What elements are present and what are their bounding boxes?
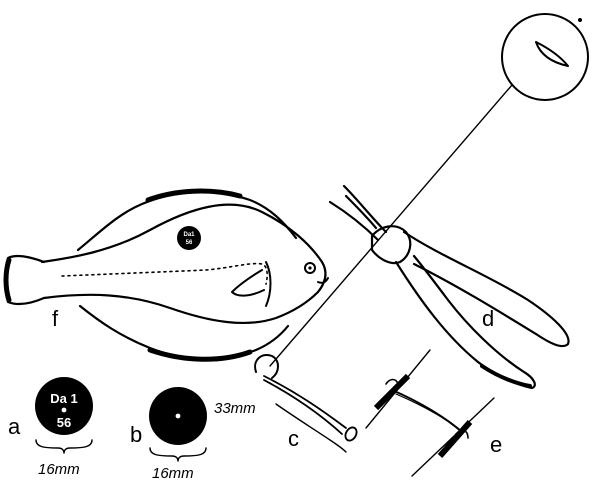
magnifier-mark xyxy=(578,18,582,22)
label-d: d xyxy=(482,306,494,331)
e-upper-disc xyxy=(373,373,411,411)
tag-b-width-bracket xyxy=(149,447,207,462)
c-end-loop xyxy=(344,426,358,442)
fish-tag-disc xyxy=(177,226,201,250)
label-f: f xyxy=(52,306,59,331)
fish-gill-line xyxy=(265,261,272,307)
fish-eye-icon xyxy=(304,262,316,274)
tag-b-hole xyxy=(175,413,181,419)
pliers-upper-jaw xyxy=(342,184,388,234)
fish-tag-line1: Da1 xyxy=(183,232,195,238)
tag-a: Da 1 56 xyxy=(35,377,93,454)
magnifier-circle xyxy=(501,13,589,101)
fish-lateral-line xyxy=(61,262,268,285)
tag-a-line1: Da 1 xyxy=(50,391,77,406)
fish-tag-line2: 56 xyxy=(186,240,193,246)
e-lower-loop xyxy=(455,429,469,439)
tag-a-line2: 56 xyxy=(57,415,71,430)
c-dimension-bracket xyxy=(275,403,347,453)
fish-tail-edge xyxy=(3,257,12,303)
flatfish-illustration: Da1 56 xyxy=(3,188,329,362)
c-length-label: 33mm xyxy=(214,400,256,417)
label-b: b xyxy=(130,422,142,447)
c-loop-head xyxy=(254,354,279,379)
magnified-wire-tip xyxy=(535,41,569,67)
e-upper-loop xyxy=(385,378,399,385)
fish-mouth xyxy=(317,277,329,284)
pliers-lower-handle-edge xyxy=(480,364,532,388)
pliers-upper-handle xyxy=(402,230,570,348)
tag-b-width-label: 16mm xyxy=(152,465,194,482)
e-wire-inner xyxy=(395,393,461,431)
tag-a-disc xyxy=(35,377,93,435)
magnifier-detail xyxy=(501,13,589,101)
tag-assembly-e xyxy=(365,349,495,477)
pliers-lower-handle xyxy=(394,254,536,390)
fish-anal-fin-edge xyxy=(147,347,253,362)
tag-a-width-label: 16mm xyxy=(38,461,80,478)
e-lower-disc xyxy=(437,420,473,458)
pliers-pivot xyxy=(370,225,412,265)
fish-tail xyxy=(3,254,46,306)
fish-body-outline xyxy=(40,203,327,325)
label-e: e xyxy=(490,432,502,457)
fish-pupil xyxy=(308,266,312,270)
c-wire-upper xyxy=(263,375,347,429)
pliers-lower-jaw xyxy=(328,200,380,242)
pliers-illustration xyxy=(328,184,570,390)
fish-dorsal-fin-edge xyxy=(145,188,243,203)
c-wire-lower xyxy=(263,379,343,435)
fish-anal-fin xyxy=(78,304,290,360)
label-a: a xyxy=(8,414,21,439)
fish-pectoral-fin xyxy=(231,269,265,297)
wire-pin-c xyxy=(254,354,358,453)
tag-a-hole xyxy=(61,407,67,413)
pliers-jaw-inner xyxy=(344,194,378,230)
label-c: c xyxy=(288,426,299,451)
tag-a-width-bracket xyxy=(35,439,93,454)
tag-b xyxy=(149,387,207,462)
